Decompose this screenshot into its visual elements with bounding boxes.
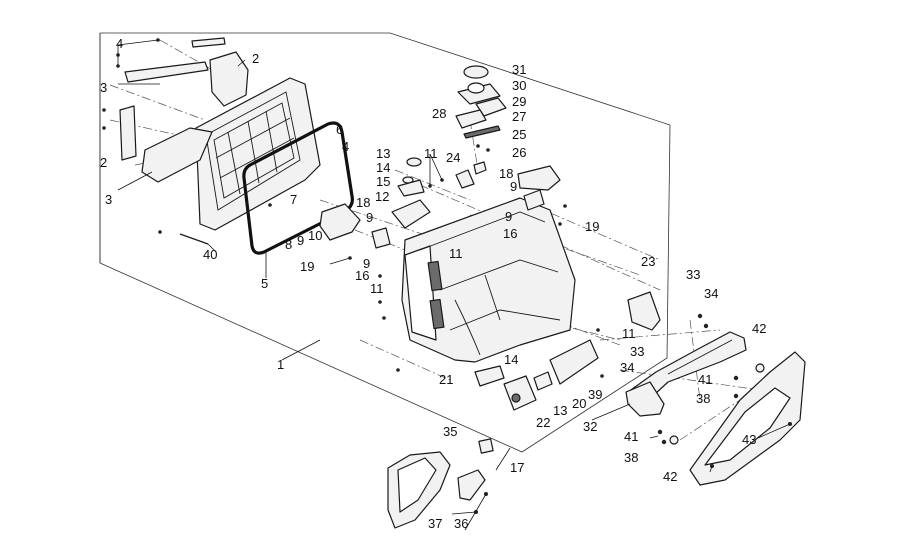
mount-bracket bbox=[627, 291, 661, 331]
callout-34: 34 bbox=[704, 286, 718, 301]
hinge-bracket bbox=[319, 203, 361, 241]
callout-25: 25 bbox=[512, 127, 526, 142]
callout-5: 5 bbox=[261, 276, 268, 291]
callout-2: 2 bbox=[100, 155, 107, 170]
callout-17: 17 bbox=[510, 460, 524, 475]
callout-4: 4 bbox=[342, 139, 349, 154]
callout-9: 9 bbox=[505, 209, 512, 224]
callout-33: 33 bbox=[630, 344, 644, 359]
callout-42: 42 bbox=[752, 321, 766, 336]
callout-24: 24 bbox=[446, 150, 460, 165]
lock-assembly bbox=[474, 339, 599, 411]
callout-16: 16 bbox=[355, 268, 369, 283]
assembly-frame bbox=[99, 32, 671, 453]
callout-6: 6 bbox=[336, 122, 343, 137]
callout-20: 20 bbox=[572, 396, 586, 411]
lid-part bbox=[195, 77, 321, 231]
callout-15: 15 bbox=[376, 174, 390, 189]
callout-13: 13 bbox=[553, 403, 567, 418]
callout-38: 38 bbox=[696, 391, 710, 406]
callout-2: 2 bbox=[252, 51, 259, 66]
callout-3: 3 bbox=[100, 80, 107, 95]
callout-14: 14 bbox=[376, 160, 390, 175]
callout-39: 39 bbox=[588, 387, 602, 402]
callout-23: 23 bbox=[641, 254, 655, 269]
callout-36: 36 bbox=[454, 516, 468, 531]
callout-27: 27 bbox=[512, 109, 526, 124]
callout-41: 41 bbox=[624, 429, 638, 444]
callout-13: 13 bbox=[376, 146, 390, 161]
callout-29: 29 bbox=[512, 94, 526, 109]
side-frame bbox=[689, 351, 806, 486]
callout-35: 35 bbox=[443, 424, 457, 439]
callout-8: 8 bbox=[285, 237, 292, 252]
callout-9: 9 bbox=[297, 233, 304, 248]
callout-1: 1 bbox=[277, 357, 284, 372]
callout-3: 3 bbox=[105, 192, 112, 207]
callout-14: 14 bbox=[504, 352, 518, 367]
callout-41: 41 bbox=[698, 372, 712, 387]
callout-18: 18 bbox=[499, 166, 513, 181]
callout-40: 40 bbox=[203, 247, 217, 262]
leader-lines bbox=[117, 39, 791, 531]
callout-43: 43 bbox=[742, 432, 756, 447]
callout-10: 10 bbox=[308, 228, 322, 243]
callout-labels: 1 2 2 3 3 4 4 5 6 7 8 9 9 9 9 9 10 11 11… bbox=[100, 36, 766, 531]
callout-7: 7 bbox=[290, 192, 297, 207]
callout-11: 11 bbox=[622, 326, 636, 341]
callout-9: 9 bbox=[363, 256, 370, 271]
carrier-arm bbox=[625, 331, 747, 417]
callout-28: 28 bbox=[432, 106, 446, 121]
callout-42: 42 bbox=[663, 469, 677, 484]
footrest-assembly bbox=[387, 438, 494, 529]
callout-18: 18 bbox=[356, 195, 370, 210]
callout-26: 26 bbox=[512, 145, 526, 160]
callout-34: 34 bbox=[620, 360, 634, 375]
callout-19: 19 bbox=[585, 219, 599, 234]
callout-9: 9 bbox=[366, 210, 373, 225]
callout-11: 11 bbox=[424, 146, 438, 161]
callout-19: 19 bbox=[300, 259, 314, 274]
case-body bbox=[401, 197, 576, 363]
callout-31: 31 bbox=[512, 62, 526, 77]
handle-assembly bbox=[455, 65, 507, 139]
callout-30: 30 bbox=[512, 78, 526, 93]
callout-11: 11 bbox=[449, 246, 463, 261]
callout-4: 4 bbox=[116, 36, 123, 51]
callout-22: 22 bbox=[536, 415, 550, 430]
callout-21: 21 bbox=[439, 372, 453, 387]
callout-12: 12 bbox=[375, 189, 389, 204]
clip-bracket bbox=[391, 199, 431, 229]
callout-32: 32 bbox=[583, 419, 597, 434]
callout-37: 37 bbox=[428, 516, 442, 531]
cover-plates bbox=[119, 37, 249, 183]
callout-11: 11 bbox=[370, 281, 384, 296]
callout-9: 9 bbox=[510, 179, 517, 194]
callout-16: 16 bbox=[503, 226, 517, 241]
callout-38: 38 bbox=[624, 450, 638, 465]
callout-33: 33 bbox=[686, 267, 700, 282]
